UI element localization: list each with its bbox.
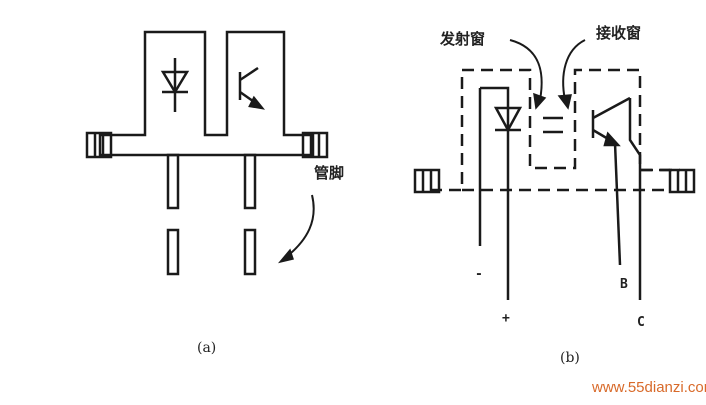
receive-window-label: 接收窗	[596, 24, 641, 42]
figure-b-slot-sensor	[413, 39, 696, 300]
figure-b-emit-callout-arrow	[509, 39, 543, 101]
figure-a-left-mount-ear	[85, 131, 113, 159]
figure-a-pin-left-upper	[166, 153, 180, 210]
site-watermark: www.55dianzi.com	[591, 379, 706, 396]
pins-label: 管脚	[314, 164, 344, 182]
figure-b-housing-dashed	[430, 68, 680, 192]
figure-a-phototransistor-icon	[238, 66, 266, 110]
figure-b-right-mount-ear	[668, 168, 696, 194]
figure-b-lead-c	[628, 98, 642, 300]
pin-c-label: C	[637, 315, 645, 330]
emit-window-label: 发射窗	[439, 30, 485, 48]
figure-b-phototransistor-icon	[591, 96, 631, 147]
figure-a-led-icon	[160, 58, 190, 112]
pin-b-label: B	[620, 277, 628, 292]
figure-a-slot-sensor	[85, 30, 329, 276]
figure-a-caption: (a)	[197, 340, 216, 356]
figure-b-left-mount-ear	[413, 168, 441, 194]
figure-a-pin-right-lower	[243, 228, 257, 276]
figure-a-housing	[98, 30, 315, 157]
figure-a-pin-right-upper	[243, 153, 257, 210]
figure-b-caption: (b)	[560, 350, 580, 366]
figure-b-receive-callout-arrow	[562, 39, 586, 101]
pin-plus-label: +	[502, 311, 510, 326]
figure-b-led-icon	[478, 86, 523, 240]
figure-a-pins-callout-arrow	[284, 194, 315, 259]
pin-minus-label: -	[475, 267, 483, 282]
figure-a-pin-left-lower	[166, 228, 180, 276]
figure-a-right-mount-ear	[301, 131, 329, 159]
figure-b-lead-b	[613, 142, 622, 266]
